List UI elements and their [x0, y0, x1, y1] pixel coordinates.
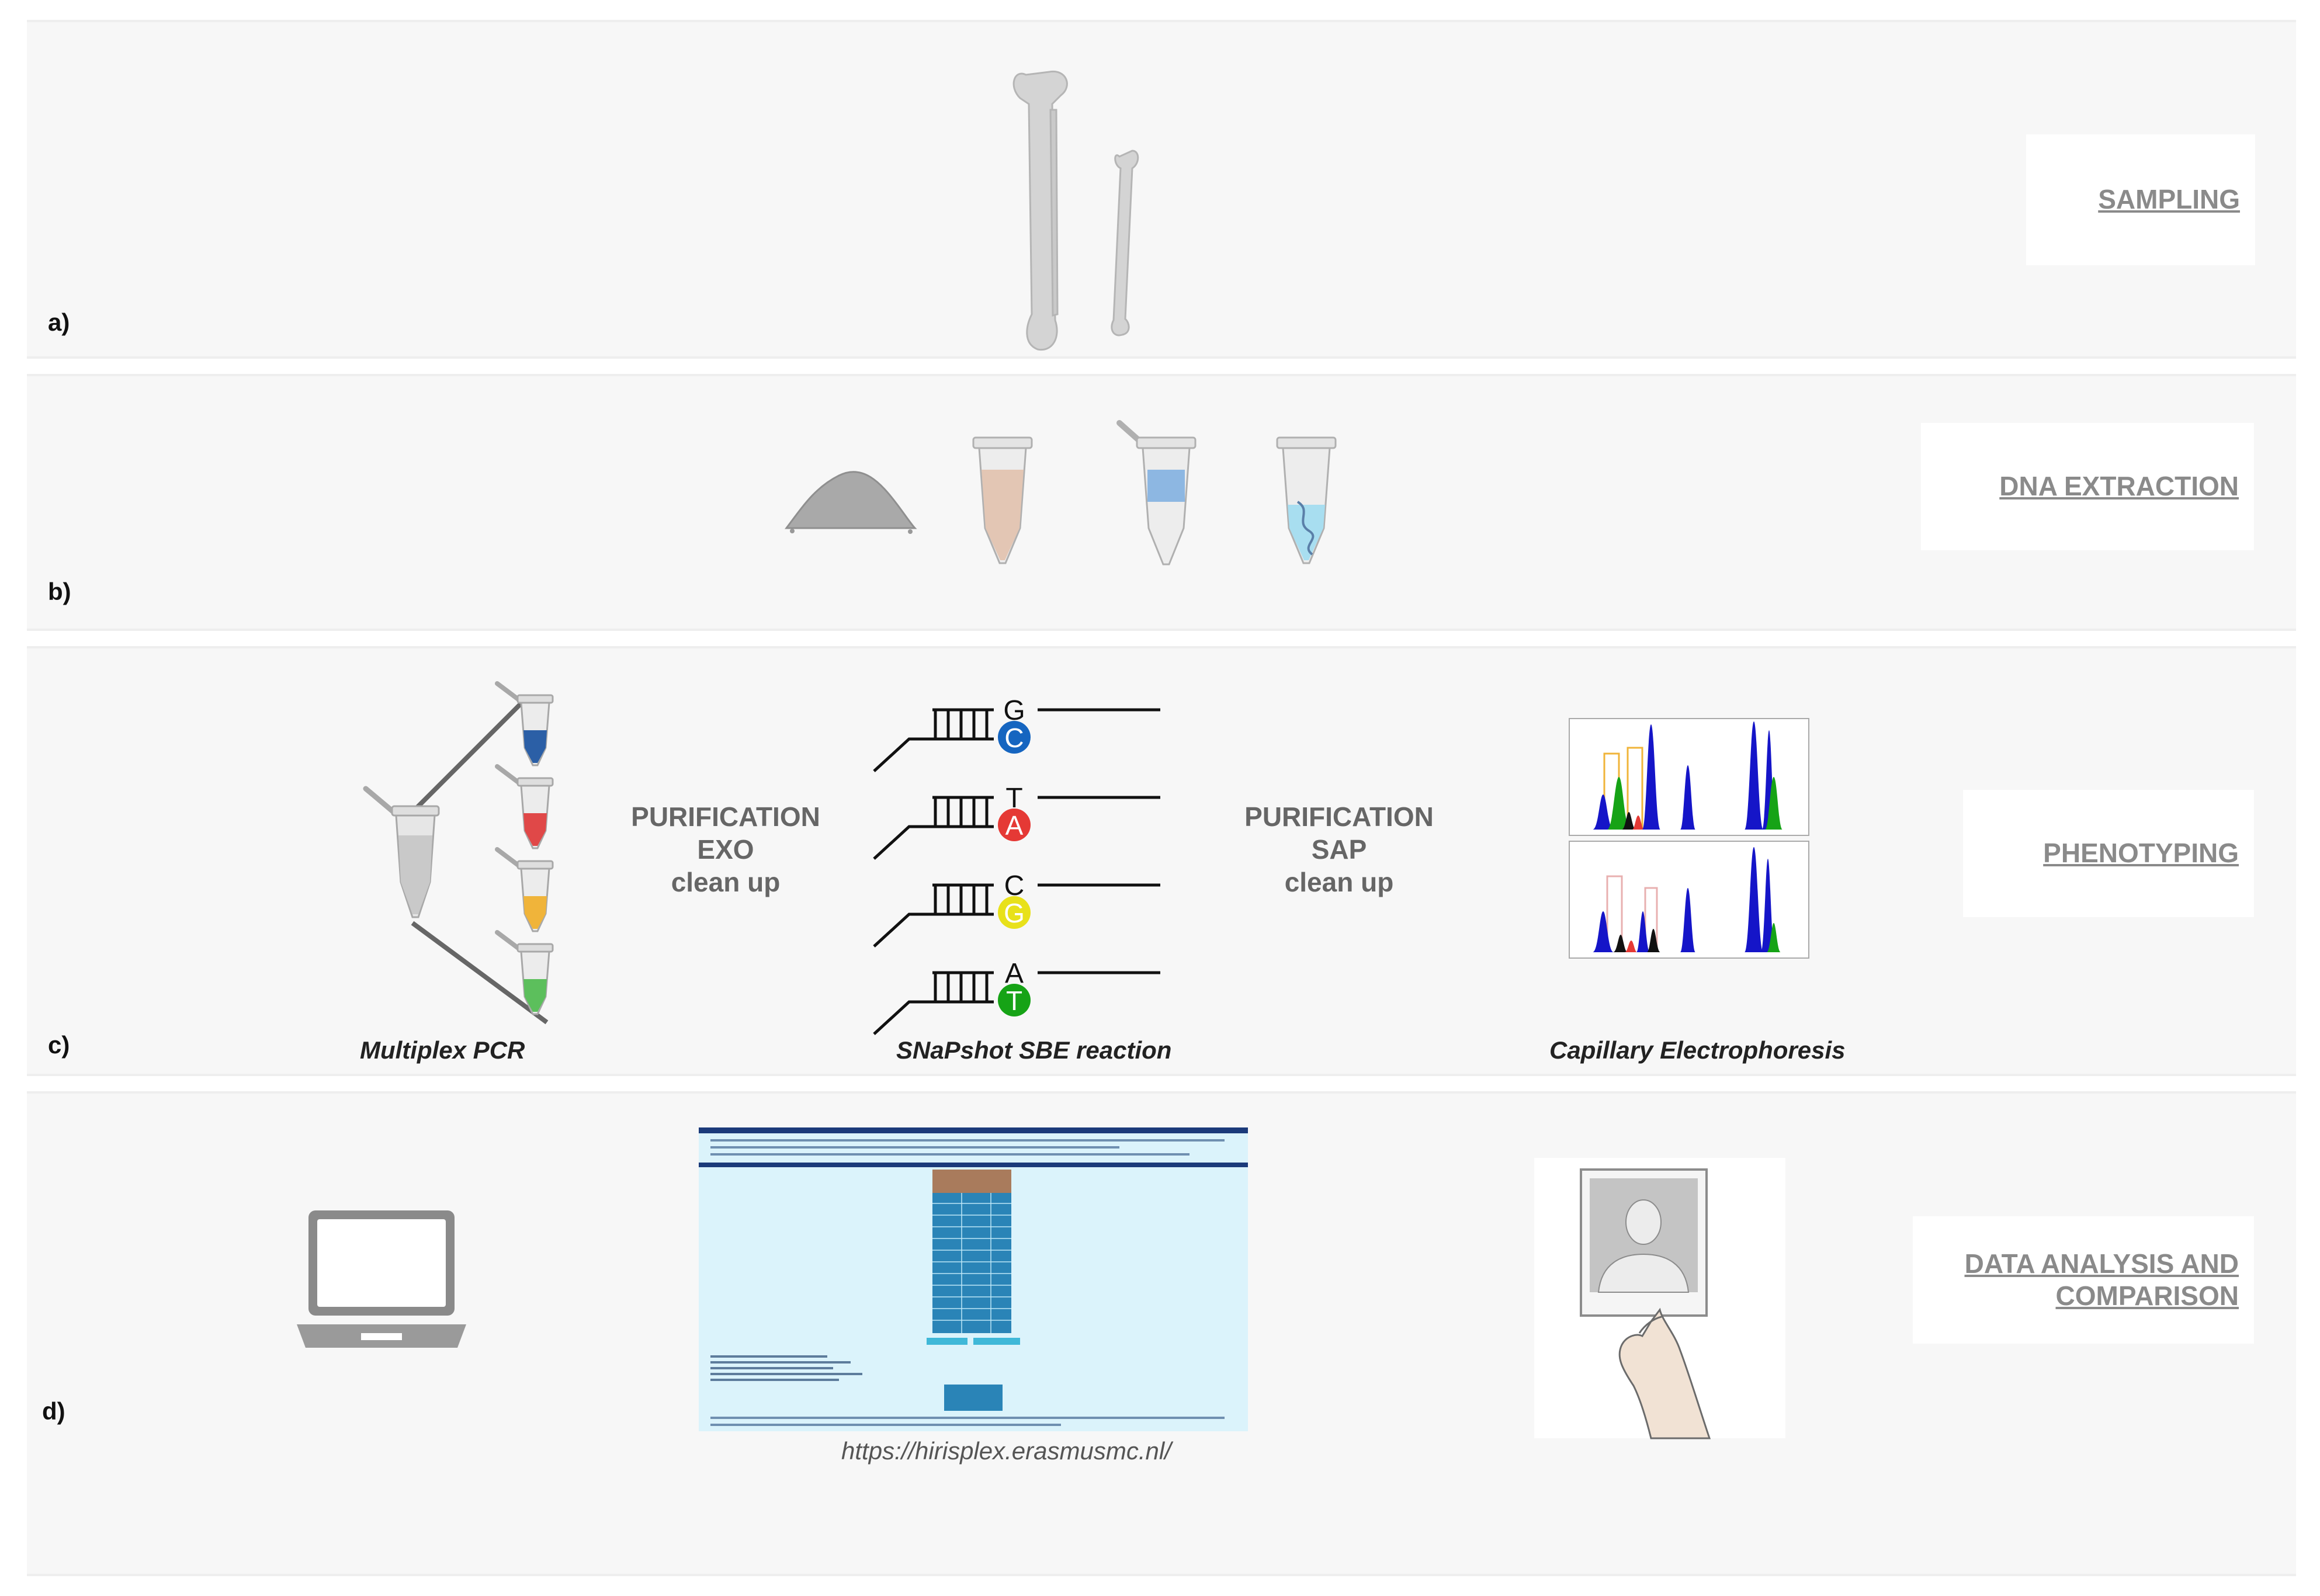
electropherogram-bottom — [1569, 841, 1809, 959]
panel-data-analysis: d) https://hirisplex.erasmusmc.nl/ — [27, 1091, 2296, 1576]
sbe-pair-2: TA — [873, 783, 1160, 860]
tube-lysis-icon — [1116, 420, 1197, 565]
purification-sap-line-3: clean up — [1284, 867, 1394, 897]
step-title-dna-extraction: DNA EXTRACTION — [1999, 471, 2239, 502]
sbe-pair-1: GC — [873, 695, 1160, 772]
pcr-tube-4 — [495, 930, 554, 1015]
sbe-ddntp-base-2: A — [1005, 810, 1024, 841]
sbe-pair-4: AT — [873, 958, 1160, 1035]
purification-sap-line-1: PURIFICATION — [1244, 802, 1434, 832]
pcr-tube-3 — [495, 847, 554, 932]
electropherogram-top — [1569, 718, 1809, 836]
bone-powder-icon — [785, 471, 917, 534]
step-box-sampling: SAMPLING — [2026, 134, 2255, 265]
purification-exo-label: PURIFICATION EXO clean up — [615, 800, 837, 898]
sbe-ddntp-base-4: T — [1006, 986, 1022, 1016]
step-title-phenotyping: PHENOTYPING — [2043, 838, 2239, 869]
purification-sap-label: PURIFICATION SAP clean up — [1228, 800, 1450, 898]
sbe-template-base-1: G — [1003, 695, 1025, 726]
pcr-tube-2 — [495, 764, 554, 849]
hirisplex-url[interactable]: https://hirisplex.erasmusmc.nl/ — [841, 1437, 1171, 1465]
panel-label-c: c) — [48, 1031, 70, 1059]
caption-multiplex-pcr: Multiplex PCR — [360, 1036, 525, 1064]
hirisplex-webpage-screenshot — [699, 1127, 1248, 1431]
step-box-dna-extraction: DNA EXTRACTION — [1921, 423, 2254, 550]
panel-label-a: a) — [48, 308, 70, 336]
pcr-main-tube — [363, 786, 440, 918]
panel-label-b: b) — [48, 578, 71, 605]
tube-dna-icon — [1276, 436, 1337, 564]
step-box-phenotyping: PHENOTYPING — [1963, 790, 2254, 917]
sbe-template-base-2: T — [1005, 783, 1022, 814]
caption-snapshot-sbe: SNaPshot SBE reaction — [896, 1036, 1172, 1064]
sbe-template-base-4: A — [1005, 958, 1024, 989]
purification-exo-line-3: clean up — [671, 867, 781, 897]
laptop-icon — [297, 1210, 466, 1348]
sbe-template-base-3: C — [1004, 870, 1025, 901]
purification-sap-line-2: SAP — [1311, 834, 1367, 865]
sbe-ddntp-base-3: G — [1004, 898, 1025, 928]
step-title-sampling: SAMPLING — [2098, 184, 2240, 215]
panel-sampling: a) SAMPLING — [27, 20, 2296, 359]
leg-bones-icon — [1012, 71, 1139, 351]
panel-label-d: d) — [42, 1397, 65, 1425]
sbe-ddntp-base-1: C — [1004, 723, 1024, 753]
panel-dna-extraction: b) DNA EXTRACTION — [27, 374, 2296, 631]
electropherogram-icon — [1569, 718, 1809, 959]
pcr-tube-1 — [495, 681, 554, 766]
sbe-pair-3: CG — [873, 870, 1160, 948]
photo-in-hand-icon — [1534, 1158, 1785, 1439]
tube-powder-icon — [972, 436, 1033, 564]
multiplex-pcr-icon — [363, 681, 554, 1025]
step-title-data-analysis-line-1: DATA ANALYSIS AND — [1964, 1248, 2239, 1279]
caption-capillary-electrophoresis: Capillary Electrophoresis — [1549, 1036, 1846, 1064]
purification-exo-line-1: PURIFICATION — [631, 802, 820, 832]
purification-exo-line-2: EXO — [697, 834, 754, 865]
step-title-data-analysis-line-2: COMPARISON — [2055, 1281, 2239, 1311]
